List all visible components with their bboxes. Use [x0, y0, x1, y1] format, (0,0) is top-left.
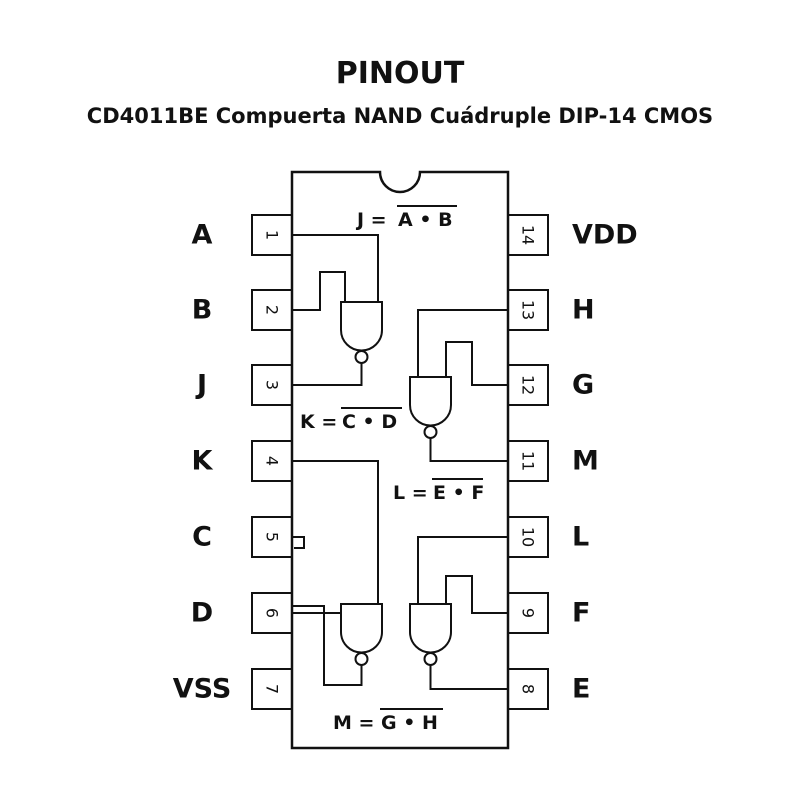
pin-number-3: 3 — [263, 380, 282, 390]
wire-pin10-gate4 — [417, 536, 508, 604]
pin-number-7: 7 — [263, 684, 282, 694]
pin-number-13: 13 — [519, 300, 538, 320]
pin-label-e: E — [572, 674, 590, 705]
pin-label-l: L — [572, 522, 589, 553]
wire-pin12-gate2 — [445, 341, 508, 386]
pin-label-vss: VSS — [173, 674, 232, 705]
wire-pin1-gate1 — [292, 234, 379, 302]
page-subtitle: CD4011BE Compuerta NAND Cuádruple DIP-14… — [86, 104, 714, 128]
equation-l-rhs: E • F — [433, 482, 484, 504]
pin-number-14: 14 — [519, 225, 538, 245]
pin-label-vdd: VDD — [572, 220, 638, 251]
pin-number-8: 8 — [519, 684, 538, 694]
pin-number-1: 1 — [263, 230, 282, 240]
wire-pin9-gate4 — [445, 575, 508, 614]
nand-gate-3-bubble — [354, 652, 369, 666]
pin-label-g: G — [572, 370, 594, 401]
page-title: PINOUT — [335, 56, 465, 91]
equation-j-rhs: A • B — [398, 209, 453, 231]
wire-pin2-gate1 — [292, 271, 346, 311]
pin-label-b: B — [192, 295, 213, 326]
wire-gate4-pin8 — [429, 665, 508, 690]
equation-j-lhs: J = — [355, 209, 387, 231]
pin-number-10: 10 — [519, 527, 538, 547]
pin-number-9: 9 — [519, 608, 538, 618]
pin-label-k: K — [192, 446, 214, 477]
nand-gate-4 — [409, 603, 452, 654]
pin-label-d: D — [191, 598, 213, 629]
pin-label-f: F — [572, 598, 590, 629]
equation-l-lhs: L = — [393, 482, 428, 504]
wire-pin13-gate2 — [417, 309, 508, 377]
equation-k-lhs: K = — [300, 411, 337, 433]
pin-number-5: 5 — [263, 532, 282, 542]
equation-l: L = E • F — [393, 478, 484, 504]
equation-m: M = G • H — [333, 708, 443, 734]
nand-gate-1-bubble — [354, 350, 369, 364]
pin-box-7 — [251, 668, 293, 710]
nand-gate-4-bubble — [423, 652, 438, 666]
equation-m-rhs: G • H — [381, 712, 438, 734]
pin-number-6: 6 — [263, 608, 282, 618]
nand-gate-2-bubble — [423, 425, 438, 439]
wire-pin4-gate3 — [292, 460, 379, 604]
pin-number-4: 4 — [263, 456, 282, 466]
wire-gate3-out — [292, 605, 363, 686]
nand-gate-1 — [340, 301, 383, 352]
pin-box-14 — [507, 214, 549, 256]
wire-gate2-pin11 — [429, 438, 508, 462]
pin-label-c: C — [192, 522, 212, 553]
pin-number-2: 2 — [263, 305, 282, 315]
nand-gate-2 — [409, 376, 452, 427]
pin-number-11: 11 — [519, 451, 538, 471]
wire-pin5-gate3 — [292, 536, 305, 549]
pin-label-j: J — [195, 370, 207, 401]
equation-k: K = C • D — [300, 407, 402, 433]
wire-gate1-pin3 — [292, 363, 363, 386]
pin-label-m: M — [572, 446, 599, 477]
nand-gate-3 — [340, 603, 383, 654]
pin-label-h: H — [572, 295, 595, 326]
pin-number-12: 12 — [519, 375, 538, 395]
equation-m-lhs: M = — [333, 712, 374, 734]
equation-j: J = A • B — [355, 205, 457, 231]
pin-label-a: A — [192, 220, 213, 251]
equation-k-rhs: C • D — [342, 411, 397, 433]
